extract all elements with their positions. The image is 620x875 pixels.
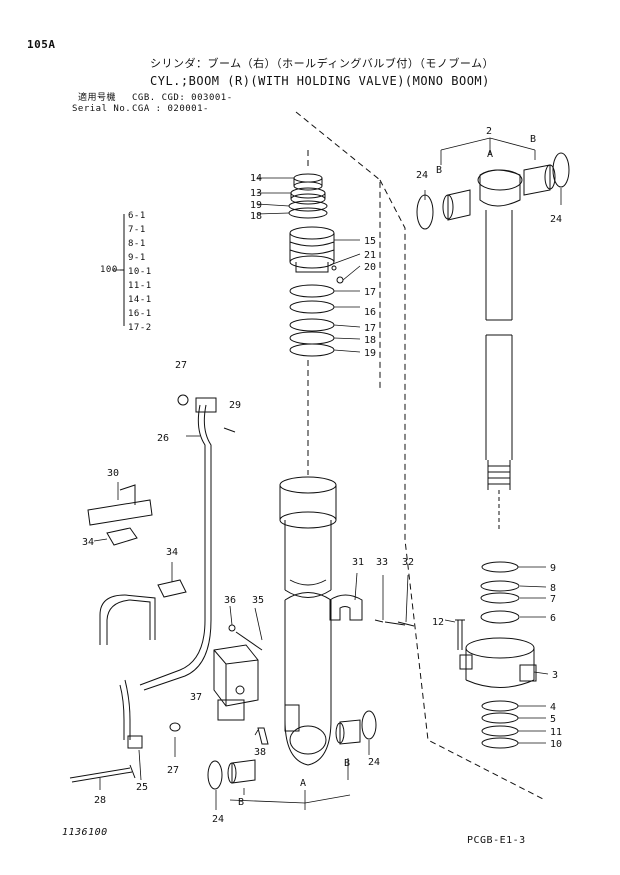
group-100-label: 100 — [100, 265, 118, 275]
callout-32: 32 — [402, 557, 414, 568]
bracket — [87, 484, 153, 526]
callout-24: 24 — [368, 757, 380, 768]
callout-2: 2 — [486, 126, 492, 137]
group-100-item: 7-1 — [128, 225, 146, 235]
drawing-number: 1136100 — [62, 827, 108, 838]
callout-35: 35 — [252, 595, 264, 606]
callout-18: 18 — [364, 335, 376, 346]
group-100-item: 14-1 — [128, 295, 152, 305]
group-100-item: 9-1 — [128, 253, 146, 263]
callout-5: 5 — [550, 714, 556, 725]
group-100-item: 10-1 — [128, 267, 152, 277]
callout-24: 24 — [212, 814, 224, 825]
cylinder-tube — [279, 476, 337, 766]
callout-B: B — [530, 134, 536, 145]
callout-26: 26 — [157, 433, 169, 444]
callout-24: 24 — [416, 170, 428, 181]
callout-labels: 22424ABB14131918152120171617181927292630… — [82, 126, 562, 825]
callout-28: 28 — [94, 795, 106, 806]
pipe-assembly — [69, 394, 236, 783]
clamp-34-lower — [157, 579, 187, 598]
callout-7: 7 — [550, 594, 556, 605]
callout-21: 21 — [364, 250, 376, 261]
group-100-item: 8-1 — [128, 239, 146, 249]
callout-37: 37 — [190, 692, 202, 703]
callout-10: 10 — [550, 739, 562, 750]
title-english: CYL.;BOOM (R)(WITH HOLDING VALVE)(MONO B… — [150, 74, 490, 88]
page-code: PCGB-E1-3 — [467, 835, 526, 846]
callout-A: A — [300, 778, 306, 789]
piston-rod — [477, 169, 523, 530]
callout-13: 13 — [250, 188, 262, 199]
cylinder-head — [459, 637, 537, 688]
callout-27: 27 — [175, 360, 187, 371]
group-100-bracket — [120, 214, 125, 326]
applicable-label: 適用号機 — [78, 93, 117, 103]
callout-16: 16 — [364, 307, 376, 318]
callout-36: 36 — [224, 595, 236, 606]
callout-12: 12 — [432, 617, 444, 628]
applicable-value: CGB. CGD: 003001- — [132, 93, 233, 103]
callout-9: 9 — [550, 563, 556, 574]
callout-8: 8 — [550, 583, 556, 594]
callout-B: B — [238, 797, 244, 808]
callout-30: 30 — [107, 468, 119, 479]
callout-29: 29 — [229, 400, 241, 411]
callout-11: 11 — [550, 727, 562, 738]
holding-valve — [213, 644, 259, 721]
tube-end-bushings — [207, 710, 377, 790]
callout-24: 24 — [550, 214, 562, 225]
callout-3: 3 — [552, 670, 558, 681]
group-100-item: 17-2 — [128, 323, 152, 333]
callout-17: 17 — [364, 287, 376, 298]
piston-seal-stack — [481, 700, 519, 749]
title-japanese: シリンダ：ブーム（右）（ホールディングバルブ付）（モノブーム） — [150, 57, 495, 70]
callout-6: 6 — [550, 613, 556, 624]
callout-31: 31 — [352, 557, 364, 568]
callout-34: 34 — [166, 547, 178, 558]
callout-27: 27 — [167, 765, 179, 776]
callout-17: 17 — [364, 323, 376, 334]
group-100-item: 16-1 — [128, 309, 152, 319]
callout-33: 33 — [376, 557, 388, 568]
clamp-34-upper — [106, 527, 138, 546]
callout-34: 34 — [82, 537, 94, 548]
callout-38: 38 — [254, 747, 266, 758]
serial-label: Serial No. — [72, 104, 132, 114]
serial-value: CGA : 020001- — [132, 104, 209, 114]
group-100-item: 6-1 — [128, 211, 146, 221]
section-code: 105A — [27, 38, 56, 51]
callout-19: 19 — [364, 348, 376, 359]
callout-14: 14 — [250, 173, 262, 184]
gland-parts — [288, 173, 344, 357]
head-seal-stack — [480, 561, 520, 624]
callout-20: 20 — [364, 262, 376, 273]
callout-25: 25 — [136, 782, 148, 793]
callout-18: 18 — [250, 211, 262, 222]
group-100-item: 11-1 — [128, 281, 152, 291]
callout-A: A — [487, 149, 493, 160]
callout-19: 19 — [250, 200, 262, 211]
rod-eye-bushings — [416, 152, 570, 230]
callout-4: 4 — [550, 702, 556, 713]
callout-15: 15 — [364, 236, 376, 247]
callout-B: B — [344, 758, 350, 769]
callout-B: B — [436, 165, 442, 176]
